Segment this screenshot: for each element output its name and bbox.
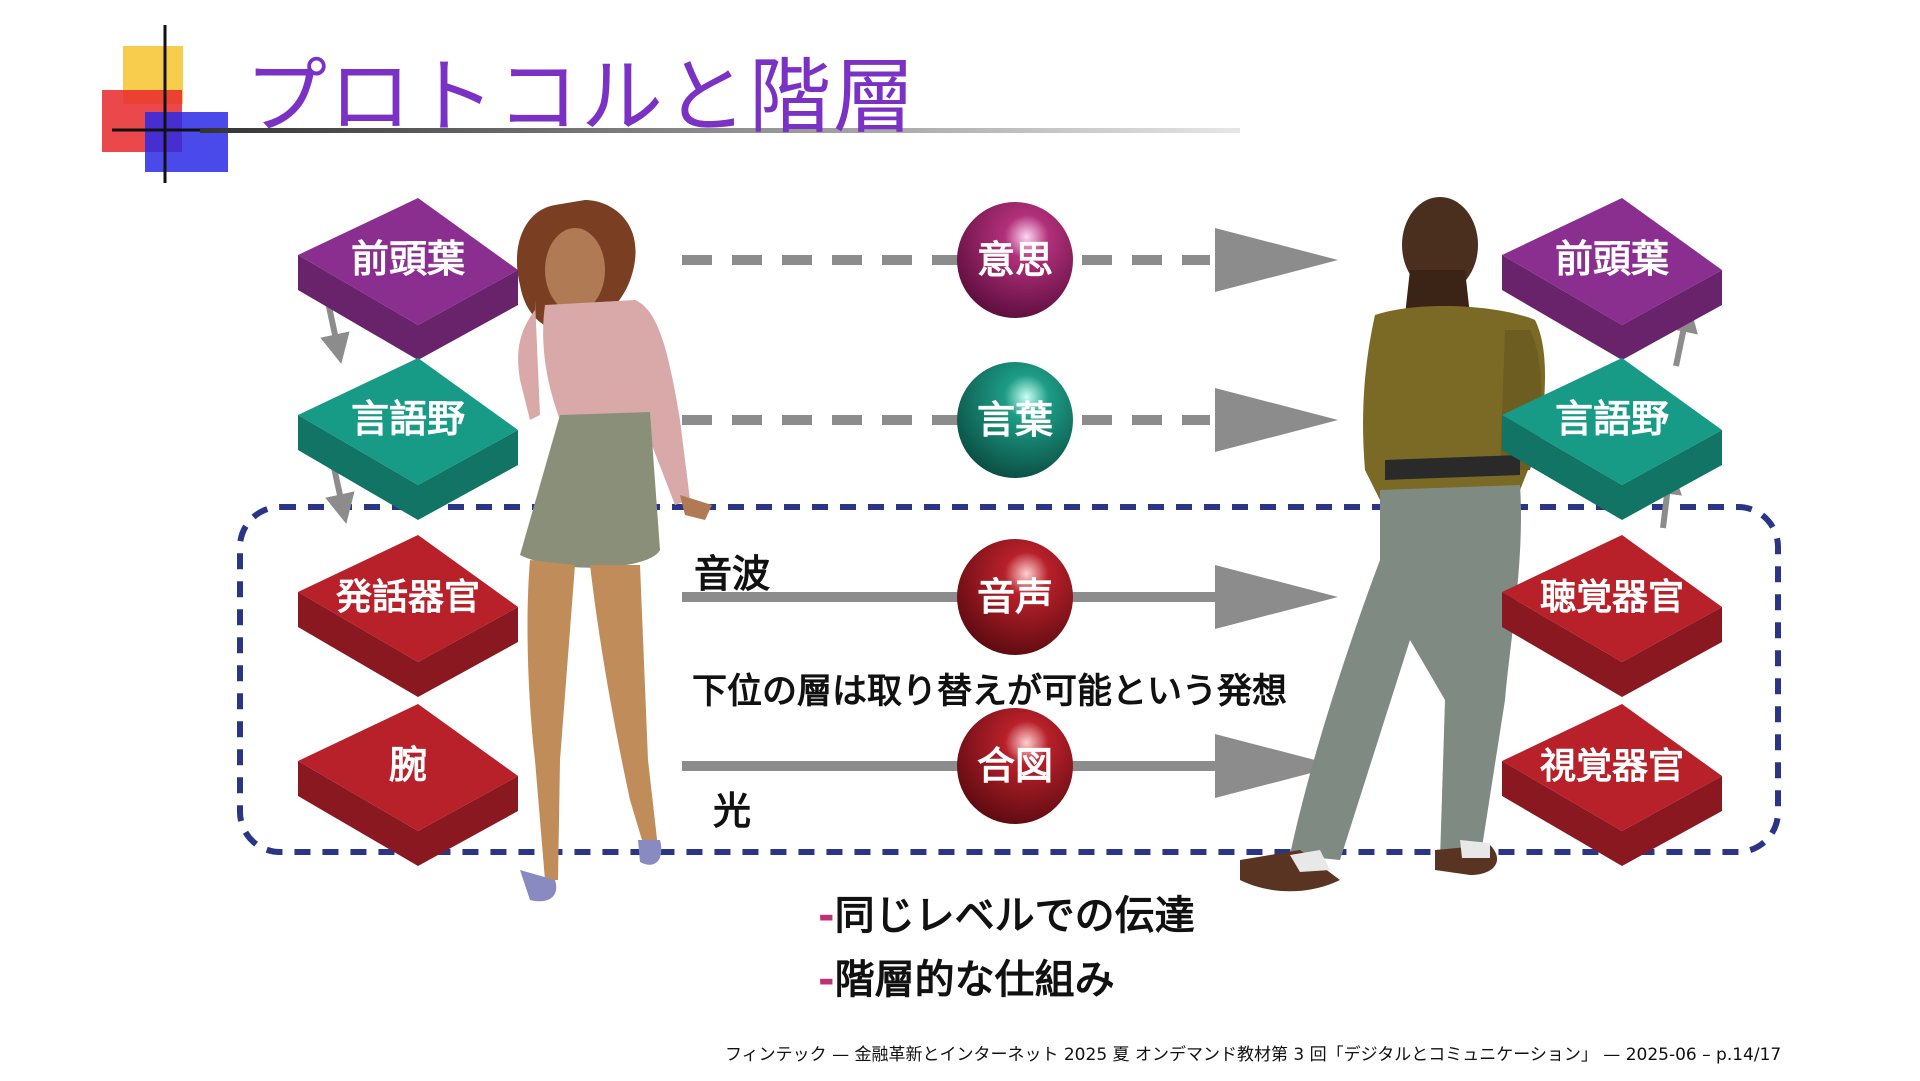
listener-box-signal-label: 視覚器官 [1540,746,1684,787]
speaker-box-language: 言語野 [298,358,518,520]
bullet-2-dash: - [818,957,835,1003]
listener-box-language-label: 言語野 [1555,397,1669,441]
sphere-voice-label: 音声 [977,575,1053,619]
speaker-box-language-label: 言語野 [351,397,465,441]
bullet-1-dash: - [818,893,835,939]
sphere-signal: 合図 [957,708,1073,824]
speaker-box-voice: 発話器官 [298,535,518,697]
sphere-intent: 意思 [957,202,1073,318]
medium-label-sound: 音波 [694,543,770,598]
speaker-box-signal: 腕 [298,704,518,866]
listener-figure [1240,197,1545,891]
bullet-1: -同じレベルでの伝達 [818,883,1195,941]
sphere-voice: 音声 [957,539,1073,655]
speaker-box-signal-label: 腕 [389,743,427,787]
sphere-intent-label: 意思 [977,238,1053,282]
speaker-box-intent: 前頭葉 [298,198,518,360]
sphere-signal-label: 合図 [977,744,1053,788]
sphere-language-label: 言葉 [977,398,1054,442]
speaker-box-intent-label: 前頭葉 [351,237,466,281]
listener-box-signal: 視覚器官 [1502,704,1722,866]
slide-title: プロトコルと階層 [245,30,917,149]
sphere-language: 言葉 [957,362,1073,478]
replaceable-layer-note: 下位の層は取り替えが可能という発想 [692,663,1287,714]
listener-box-intent-label: 前頭葉 [1555,237,1670,281]
footer: フィンテック — 金融革新とインターネット 2025 夏 オンデマンド教材第 3… [725,1040,1781,1065]
bullet-1-text: 同じレベルでの伝達 [835,893,1195,939]
medium-label-light: 光 [713,780,751,835]
speaker-box-voice-label: 発話器官 [336,577,480,618]
listener-box-voice: 聴覚器官 [1502,535,1722,697]
listener-box-voice-label: 聴覚器官 [1540,577,1684,618]
bullet-2: -階層的な仕組み [818,947,1115,1005]
bullet-2-text: 階層的な仕組み [835,957,1115,1003]
speaker-figure [517,200,712,901]
